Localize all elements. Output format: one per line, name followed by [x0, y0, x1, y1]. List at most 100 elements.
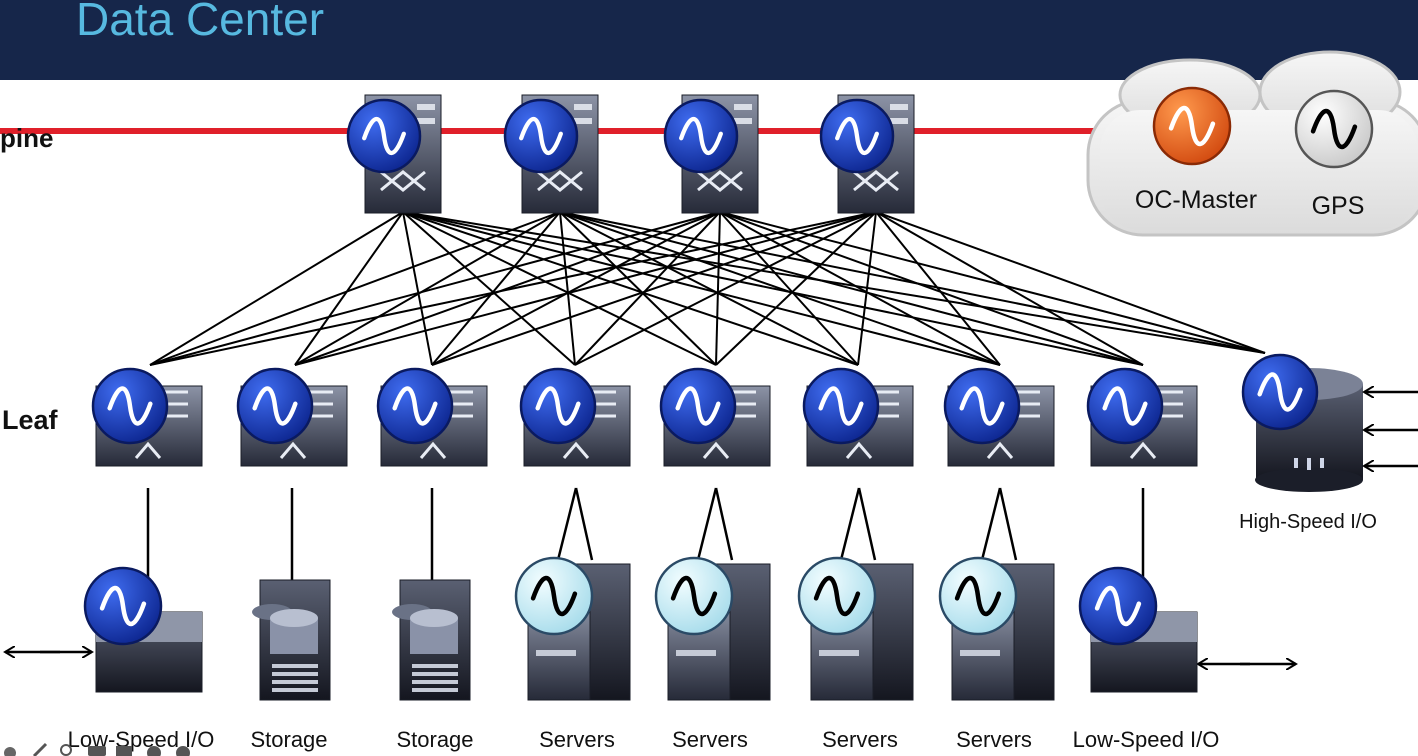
sine-wave-icon: [954, 575, 1002, 617]
sine-wave-icon: [835, 116, 879, 156]
link-layer: [5, 211, 1296, 664]
port-icon: [890, 104, 908, 110]
device-label: Servers: [822, 727, 898, 752]
spine-leaf-link: [402, 211, 1266, 354]
router-arrows-icon: [986, 441, 1014, 459]
spine-leaf-link: [402, 211, 1144, 366]
leaf-clock: [802, 367, 880, 445]
port-icon: [574, 118, 592, 124]
spine-clock: [819, 98, 895, 174]
drive-slot: [676, 650, 716, 656]
leaf-server-link: [556, 487, 578, 561]
device-label: Servers: [539, 727, 615, 752]
spine-leaf-link: [431, 211, 721, 366]
spine-leaf-link: [402, 211, 433, 366]
vent-slot: [272, 664, 318, 668]
port-icon: [890, 118, 908, 124]
sine-wave-icon: [99, 585, 147, 627]
sine-wave-icon: [1310, 108, 1358, 150]
sine-wave-icon: [670, 575, 718, 617]
router-arrows-icon: [702, 441, 730, 459]
leaf-clock: [236, 367, 314, 445]
spine-leaf-link: [559, 211, 1001, 366]
router-arrows-icon: [562, 441, 590, 459]
spine-leaf-link: [149, 211, 404, 366]
gps-clock: [1294, 89, 1374, 169]
router-arrows-icon: [1129, 441, 1157, 459]
server-clock: [514, 556, 594, 636]
leaf-server-link: [980, 487, 1002, 561]
port-icon: [734, 104, 752, 110]
port-icon: [574, 104, 592, 110]
sine-wave-icon: [1168, 105, 1216, 147]
router-bottom: [1255, 468, 1363, 492]
low-speed-clock: [83, 566, 163, 646]
sine-wave-icon: [252, 386, 298, 426]
spine-leaf-link: [875, 211, 1001, 366]
spine-leaf-link: [875, 211, 1266, 354]
vent-slot: [272, 680, 318, 684]
spine-leaf-link: [431, 211, 877, 366]
spine-leaf-link: [294, 211, 721, 366]
leaf-label: Leaf: [2, 405, 59, 435]
spine-leaf-link: [719, 211, 1144, 366]
device-label: Servers: [672, 727, 748, 752]
device-label: Storage: [396, 727, 473, 752]
spine-leaf-link: [719, 211, 1001, 366]
pen-icon[interactable]: [32, 742, 48, 756]
sine-wave-icon: [675, 386, 721, 426]
port-icon: [417, 104, 435, 110]
oc-master-label: OC-Master: [1135, 186, 1257, 214]
leaf-clock: [519, 367, 597, 445]
more-icon[interactable]: [147, 746, 161, 756]
spine-leaf-link: [559, 211, 859, 366]
clock-layer: [83, 86, 1374, 646]
router-arrows-icon: [279, 441, 307, 459]
low-speed-clock: [1078, 566, 1158, 646]
vent-slot: [412, 688, 458, 692]
leaf-clock: [943, 367, 1021, 445]
drive-slot: [819, 650, 859, 656]
vent-slot: [412, 664, 458, 668]
disk-icon: [410, 609, 458, 627]
player-controls[interactable]: [0, 740, 200, 756]
spine-leaf-link: [431, 211, 561, 366]
page-title: Data Center: [76, 0, 325, 45]
storage-device: [392, 579, 471, 701]
spine-leaf-link: [875, 211, 1144, 366]
server-clock: [797, 556, 877, 636]
zoom-icon[interactable]: [60, 744, 72, 756]
router-arrows-icon: [419, 441, 447, 459]
spine-leaf-link: [294, 211, 877, 366]
spine-clock: [663, 98, 739, 174]
spine-leaf-link: [402, 211, 1001, 366]
drive-slot: [960, 650, 1000, 656]
router-arrows-icon: [1294, 458, 1324, 470]
back-icon[interactable]: [4, 747, 16, 756]
vent-slot: [272, 672, 318, 676]
camera-icon[interactable]: [116, 746, 132, 756]
device-label: Servers: [956, 727, 1032, 752]
vent-slot: [412, 680, 458, 684]
spine-leaf-link: [574, 211, 721, 366]
forward-icon[interactable]: [176, 746, 190, 756]
sine-wave-icon: [959, 386, 1005, 426]
gps-label: GPS: [1312, 192, 1365, 220]
router-arrows-icon: [537, 170, 583, 192]
leaf-server-link: [839, 487, 861, 561]
spine-leaf-link: [402, 211, 717, 366]
sine-wave-icon: [1094, 585, 1142, 627]
spine-leaf-link: [559, 211, 1144, 366]
spine-clock: [503, 98, 579, 174]
sine-wave-icon: [362, 116, 406, 156]
vent-slot: [412, 672, 458, 676]
captions-icon[interactable]: [88, 746, 106, 756]
drive-slot: [536, 650, 576, 656]
spine-leaf-link: [715, 211, 877, 366]
sine-wave-icon: [813, 575, 861, 617]
router-arrows-icon: [845, 441, 873, 459]
high-speed-io-label: High-Speed I/O: [1239, 511, 1377, 533]
spine-leaf-link: [559, 211, 717, 366]
spine-label: pine: [0, 123, 53, 153]
